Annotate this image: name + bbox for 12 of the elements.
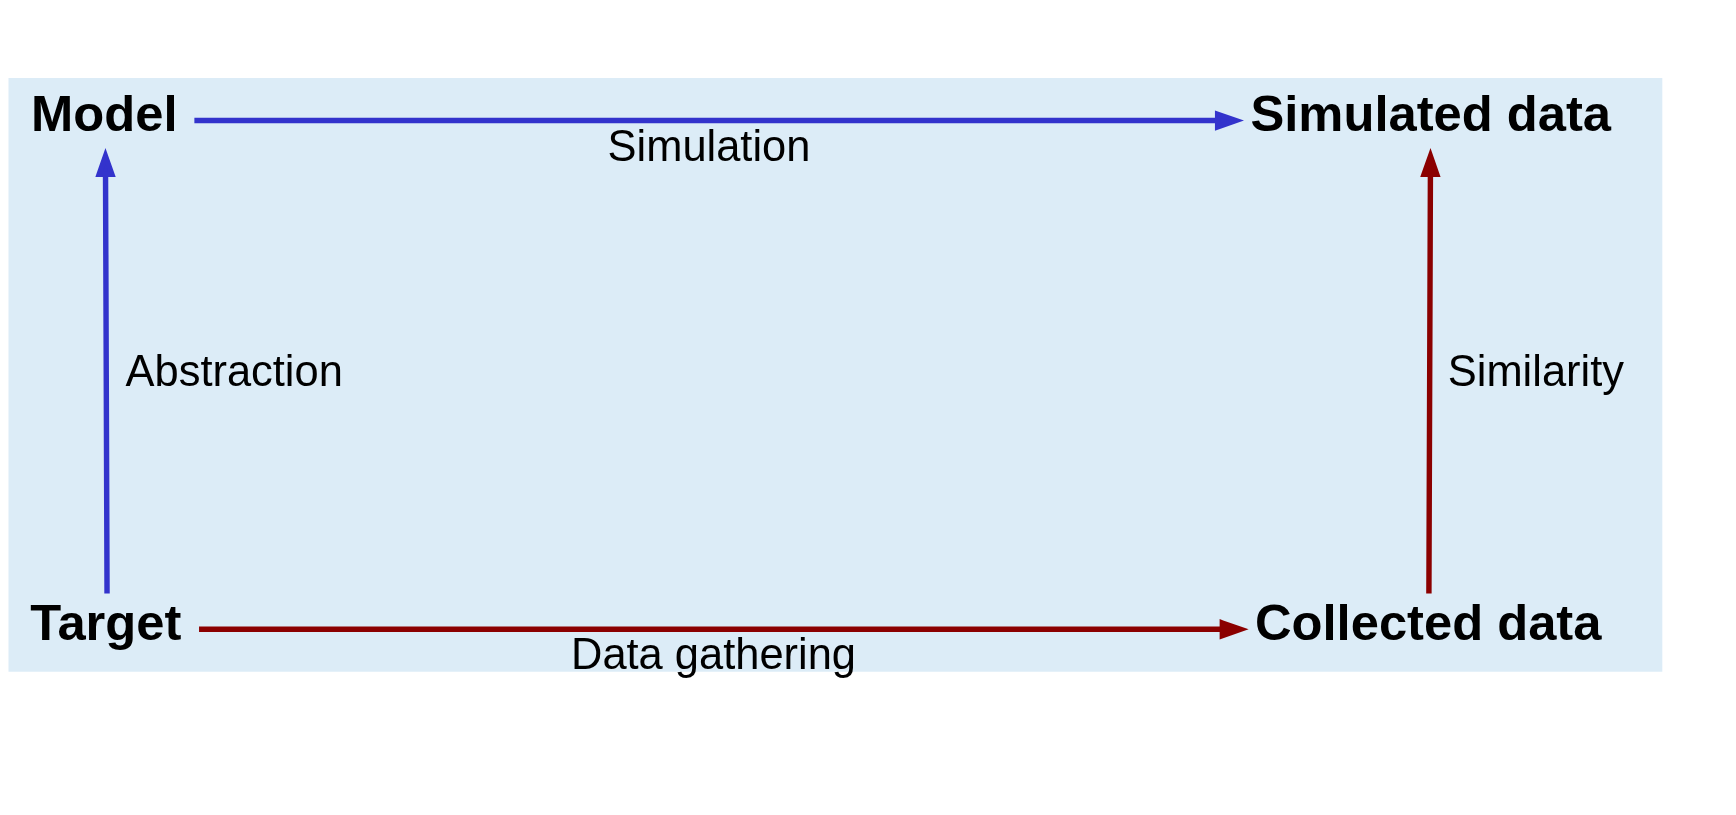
arrow (199, 619, 1249, 640)
edge-label: Simulation (607, 121, 811, 170)
edge-label: Data gathering (571, 630, 856, 679)
arrow (95, 147, 116, 594)
node-text: Model (31, 85, 178, 143)
node-text: Simulated data (1250, 85, 1611, 143)
edge-label: Abstraction (125, 347, 343, 396)
arrow (194, 110, 1244, 131)
node-text: Target (30, 593, 182, 651)
arrow (1420, 147, 1441, 594)
edge-label: Similarity (1447, 347, 1624, 396)
node-text: Collected data (1254, 593, 1602, 651)
